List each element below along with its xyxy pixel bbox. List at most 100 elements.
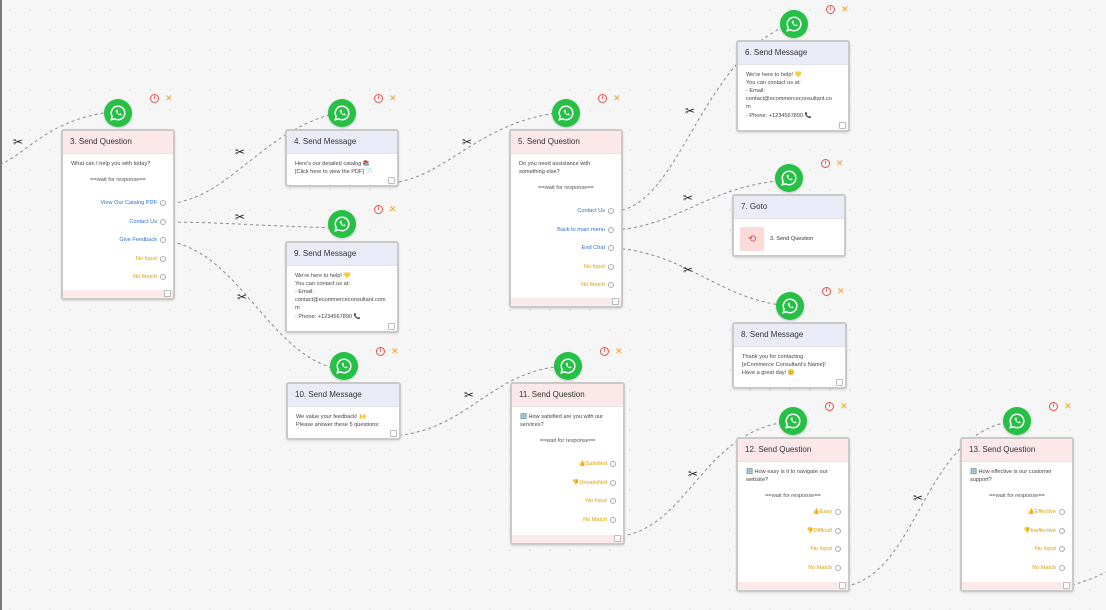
resize-handle[interactable] [839,582,846,589]
resize-handle[interactable] [1063,582,1070,589]
output-handle[interactable] [608,282,614,288]
option-no-match[interactable]: No Match [133,274,166,280]
option-no-match[interactable]: No Match [583,517,616,523]
close-icon[interactable]: ✕ [165,93,173,103]
info-icon[interactable]: i [600,347,609,356]
output-handle[interactable] [608,227,614,233]
resize-handle[interactable] [839,122,846,129]
node-send-message-9[interactable]: 9. Send Message We're here to help! 💛 Yo… [285,241,399,333]
scissors-icon[interactable]: ✂ [462,135,473,149]
close-icon[interactable]: ✕ [389,204,397,214]
node-send-message-4[interactable]: 4. Send Message Here's our detailed cata… [285,129,399,187]
option-back-to-main-menu[interactable]: Back to main menu [557,227,614,233]
scissors-icon[interactable]: ✂ [683,263,694,277]
close-icon[interactable]: ✕ [389,93,397,103]
info-icon[interactable]: i [598,94,607,103]
option-no-input[interactable]: No Input [586,498,616,504]
option-no-input[interactable]: No Input [1035,546,1065,552]
close-icon[interactable]: ✕ [841,4,849,14]
output-handle[interactable] [1059,546,1065,552]
close-icon[interactable]: ✕ [837,286,845,296]
close-icon[interactable]: ✕ [391,346,399,356]
option-no-input[interactable]: No Input [584,264,614,270]
resize-handle[interactable] [836,379,843,386]
option-no-match[interactable]: No Match [808,565,841,571]
resize-handle[interactable] [612,298,619,305]
close-icon[interactable]: ✕ [1064,401,1072,411]
resize-handle[interactable] [390,430,397,437]
option-unsatisfied[interactable]: 👎Unsatisfied [572,480,616,486]
node-send-question-11[interactable]: 11. Send Question 🔢 How satisfied are yo… [510,382,625,545]
info-icon[interactable]: i [825,402,834,411]
option-difficult[interactable]: 👎Difficult [807,528,841,534]
node-send-question-5[interactable]: 5. Send Question Do you need assistance … [509,129,623,308]
info-icon[interactable]: i [822,287,831,296]
node-send-question-13[interactable]: 13. Send Question 🔢 How effective is our… [960,437,1074,592]
output-handle[interactable] [608,264,614,270]
node-send-message-6[interactable]: 6. Send Message We're here to help! 💛 Yo… [736,40,850,132]
option-give-feedback[interactable]: Give Feedback [119,237,166,243]
close-icon[interactable]: ✕ [840,401,848,411]
resize-handle[interactable] [164,290,171,297]
output-handle[interactable] [1059,565,1065,571]
node-send-question-3[interactable]: 3. Send Question What can I help you wit… [61,129,175,300]
option-contact-us[interactable]: Contact Us [577,208,614,214]
scissors-icon[interactable]: ✂ [235,145,246,159]
info-icon[interactable]: i [374,94,383,103]
scissors-icon[interactable]: ✂ [464,388,475,402]
resize-handle[interactable] [388,323,395,330]
output-handle[interactable] [835,528,841,534]
output-handle[interactable] [610,517,616,523]
output-handle[interactable] [835,546,841,552]
output-handle[interactable] [610,480,616,486]
output-handle[interactable] [608,245,614,251]
output-handle[interactable] [608,208,614,214]
info-icon[interactable]: i [376,347,385,356]
option-easy[interactable]: 👍Easy [813,509,841,515]
output-handle[interactable] [160,219,166,225]
output-handle[interactable] [835,509,841,515]
scissors-icon[interactable]: ✂ [13,135,24,149]
option-view-catalog[interactable]: View Our Catalog PDF [101,200,166,206]
info-icon[interactable]: i [374,205,383,214]
scissors-icon[interactable]: ✂ [688,467,699,481]
connector-line [615,247,790,307]
option-end-chat[interactable]: End Chat [582,245,614,251]
option-no-match[interactable]: No Match [1032,565,1065,571]
output-handle[interactable] [610,461,616,467]
output-handle[interactable] [160,200,166,206]
output-handle[interactable] [1059,509,1065,515]
option-ineffective[interactable]: 👎Ineffective [1024,528,1065,534]
info-icon[interactable]: i [1049,402,1058,411]
option-no-input[interactable]: No Input [136,256,166,262]
scissors-icon[interactable]: ✂ [235,210,246,224]
option-no-input[interactable]: No Input [811,546,841,552]
output-handle[interactable] [1059,528,1065,534]
scissors-icon[interactable]: ✂ [683,191,694,205]
scissors-icon[interactable]: ✂ [237,290,248,304]
output-handle[interactable] [160,256,166,262]
goto-target[interactable]: ⟲ 3. Send Question [734,219,844,259]
node-send-message-8[interactable]: 8. Send Message Thank you for contacting… [732,322,847,389]
option-effective[interactable]: 👍Effective [1028,509,1065,515]
close-icon[interactable]: ✕ [613,93,621,103]
output-handle[interactable] [835,565,841,571]
scissors-icon[interactable]: ✂ [685,104,696,118]
info-icon[interactable]: i [826,5,835,14]
output-handle[interactable] [610,498,616,504]
info-icon[interactable]: i [821,159,830,168]
resize-handle[interactable] [388,177,395,184]
node-send-message-10[interactable]: 10. Send Message We value your feedback!… [286,382,401,440]
resize-handle[interactable] [614,535,621,542]
node-goto-7[interactable]: 7. Goto ⟲ 3. Send Question [732,194,846,257]
output-handle[interactable] [160,237,166,243]
info-icon[interactable]: i [150,94,159,103]
close-icon[interactable]: ✕ [836,158,844,168]
option-satisfied[interactable]: 👍Satisfied [579,461,616,467]
option-no-match[interactable]: No Match [581,282,614,288]
output-handle[interactable] [160,274,166,280]
close-icon[interactable]: ✕ [615,346,623,356]
option-contact-us[interactable]: Contact Us [129,219,166,225]
scissors-icon[interactable]: ✂ [913,491,924,505]
node-send-question-12[interactable]: 12. Send Question 🔢 How easy is it to na… [736,437,850,592]
